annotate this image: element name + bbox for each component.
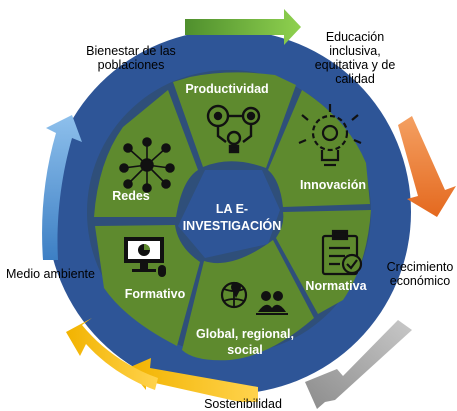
productividad-icon bbox=[206, 104, 261, 154]
cycle-arrow-yellow bbox=[66, 318, 258, 402]
computer-presentation-icon bbox=[124, 237, 166, 277]
segment-label-normativa: Normativa bbox=[305, 279, 367, 293]
label-bienestar: Bienestar de las poblaciones bbox=[86, 44, 176, 72]
network-nodes-icon bbox=[119, 137, 175, 193]
segment-label-innovacion: Innovación bbox=[300, 178, 366, 192]
label-medio-ambiente: Medio ambiente bbox=[6, 267, 95, 281]
label-sostenibilidad: Sostenibilidad bbox=[204, 397, 282, 411]
lightbulb-gear-icon bbox=[298, 104, 362, 167]
center-title-line2: INVESTIGACIÓN bbox=[183, 218, 282, 233]
cycle-arrow-green bbox=[185, 9, 301, 45]
people-community-icon bbox=[256, 291, 288, 315]
globe-location-icon bbox=[220, 281, 248, 309]
label-educacion: Educación inclusiva, equitativa y de cal… bbox=[314, 30, 396, 86]
segment-label-global-line1: Global, regional, bbox=[196, 327, 294, 341]
cycle-arrow-gray bbox=[305, 320, 412, 409]
cycle-arrow-blue bbox=[42, 115, 82, 260]
segment-innovacion[interactable] bbox=[268, 90, 370, 207]
segment-label-global-line2: social bbox=[227, 343, 262, 357]
segment-label-productividad: Productividad bbox=[185, 82, 268, 96]
segment-redes[interactable] bbox=[94, 90, 198, 217]
segment-formativo[interactable] bbox=[95, 225, 200, 346]
segment-productividad[interactable] bbox=[173, 72, 296, 168]
center-hub bbox=[178, 170, 280, 258]
segment-label-redes: Redes bbox=[112, 189, 150, 203]
segment-label-formativo: Formativo bbox=[125, 287, 186, 301]
center-title-line1: LA E- bbox=[216, 202, 248, 216]
cycle-arrow-orange bbox=[398, 116, 456, 217]
label-crecimiento: Crecimiento económico bbox=[386, 260, 454, 288]
clipboard-check-icon bbox=[321, 229, 363, 276]
segment-global[interactable] bbox=[182, 240, 314, 361]
